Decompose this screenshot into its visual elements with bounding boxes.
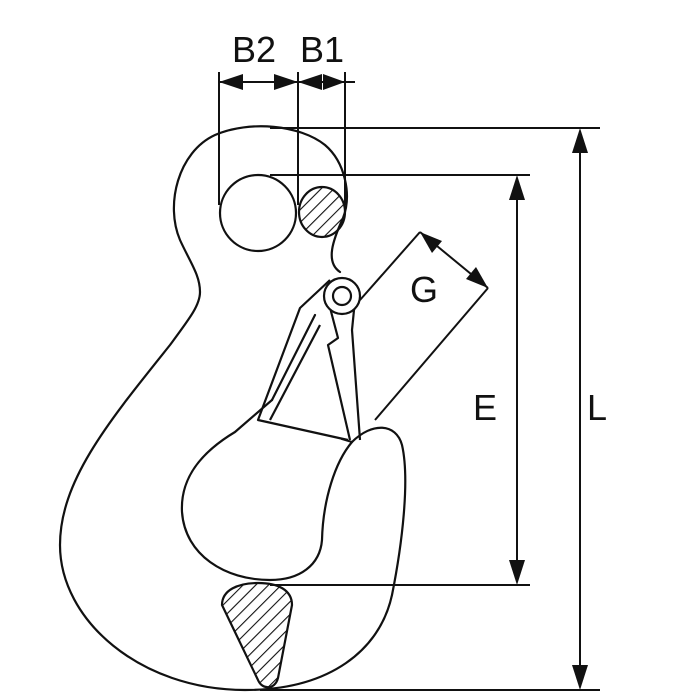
e-arrow-bottom [509, 560, 525, 585]
label-b1: B1 [300, 29, 344, 70]
label-b2: B2 [232, 29, 276, 70]
b1-arrow-right [323, 74, 345, 90]
eye-hole [218, 173, 298, 253]
latch-spring [326, 299, 352, 441]
latch-spring-right [350, 299, 362, 441]
latch-pivot-pin [331, 285, 353, 307]
label-g: G [410, 269, 438, 310]
b1-arrow-left [298, 74, 322, 90]
label-e: E [473, 387, 497, 428]
g-extension-left [359, 231, 421, 301]
bottom-section-hatched [220, 581, 294, 689]
hook-neck-outline [270, 313, 317, 402]
l-arrow-bottom [572, 665, 588, 690]
g-extension-right [374, 287, 489, 421]
b2-arrow-left [219, 74, 243, 90]
latch-outer-edge [256, 279, 349, 442]
b2-arrow-right [274, 74, 298, 90]
label-l: L [587, 387, 607, 428]
l-arrow-top [572, 128, 588, 153]
hook-inner-outline [180, 398, 354, 582]
latch-inner-edge [269, 324, 321, 421]
safety-latch [256, 276, 362, 442]
g-arrow-bottom [466, 267, 488, 288]
g-arrow-top [420, 232, 442, 253]
e-arrow-top [509, 175, 525, 200]
eye-section-hatched [297, 185, 347, 239]
